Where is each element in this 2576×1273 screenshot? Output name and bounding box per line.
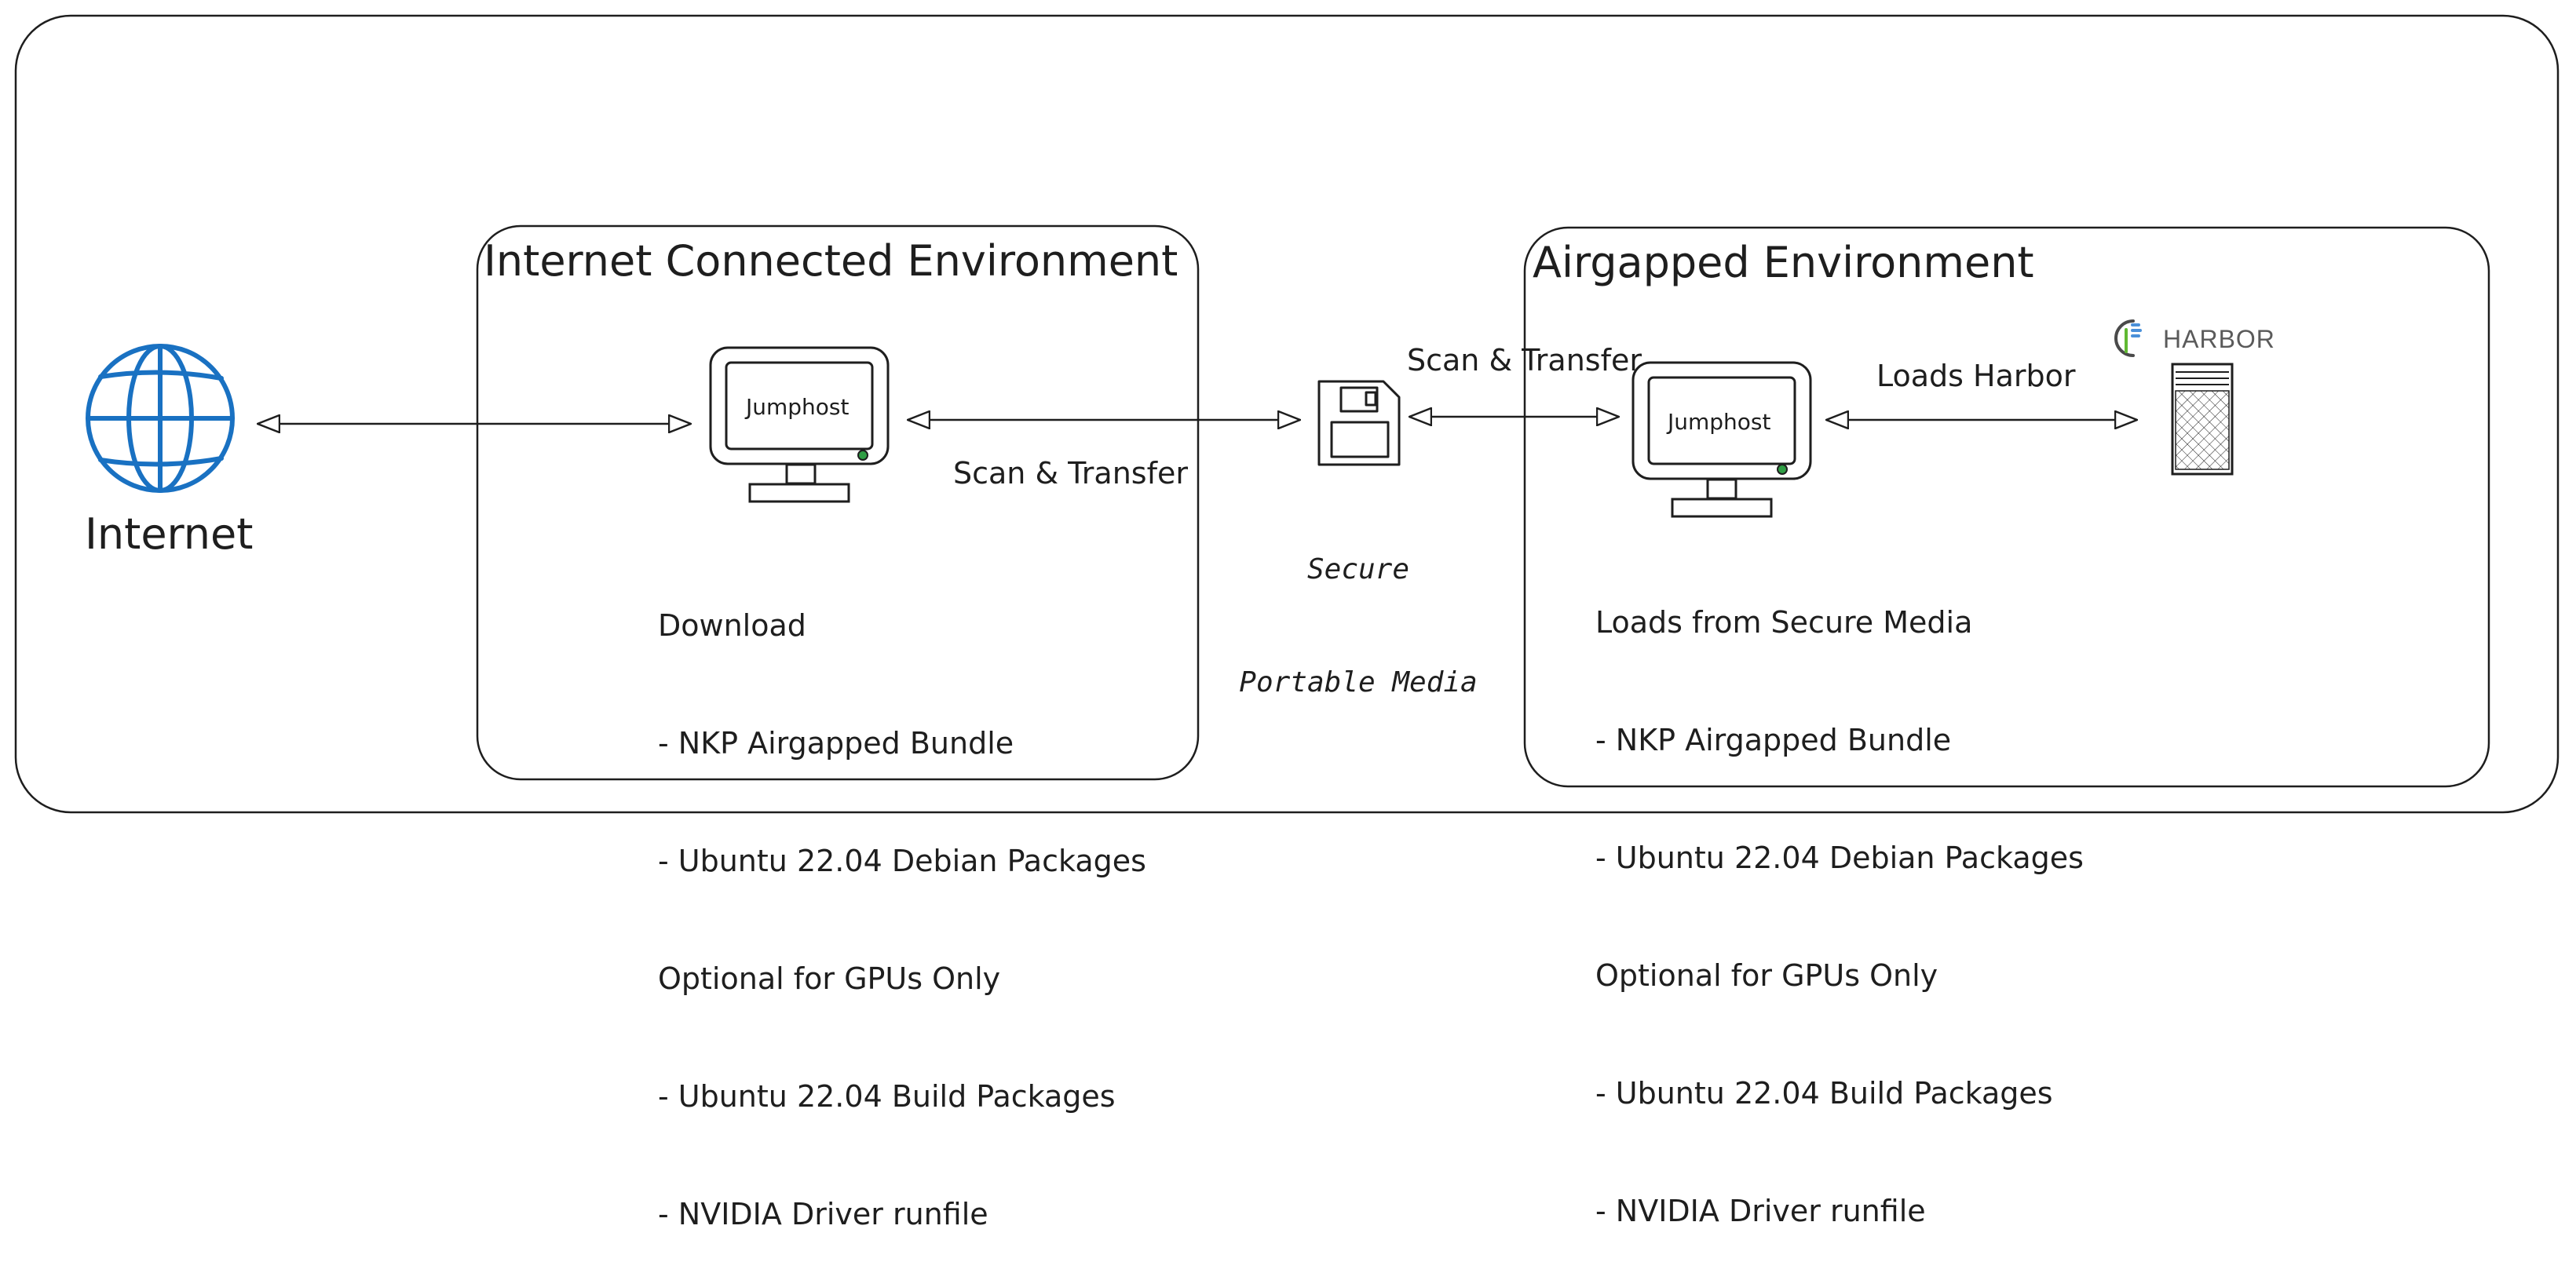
right-note-line: - NVIDIA Driver runfile — [1595, 1194, 1926, 1228]
harbor-logo-icon — [2114, 319, 2142, 357]
secure-portable-media-label: Secure Portable Media — [1225, 476, 1492, 739]
jumphost-label-left: Jumphost — [746, 394, 850, 420]
internet-label: Internet — [85, 509, 254, 559]
left-notes-list: Download - NKP Airgapped Bundle - Ubuntu… — [658, 527, 1146, 1273]
left-note-line: Download — [658, 608, 806, 643]
scan-transfer-label-left: Scan & Transfer — [953, 456, 1188, 491]
right-note-line: Optional for GPUs Only — [1595, 958, 1938, 993]
left-note-line: - NVIDIA Driver runfile — [658, 1197, 988, 1231]
internet-connected-environment-title: Internet Connected Environment — [484, 236, 1178, 286]
airgapped-environment-frame — [1523, 226, 2490, 788]
jumphost-label-right: Jumphost — [1668, 409, 1771, 435]
airgapped-environment-title: Airgapped Environment — [1533, 238, 2034, 287]
server-icon — [2171, 363, 2234, 476]
right-note-line: Loads from Secure Media — [1595, 605, 1973, 640]
right-note-line: - Ubuntu 22.04 Debian Packages — [1595, 841, 2084, 875]
media-label-line2: Portable Media — [1239, 666, 1478, 699]
right-notes-list: Loads from Secure Media - NKP Airgapped … — [1595, 524, 2084, 1270]
left-note-line: Optional for GPUs Only — [658, 961, 1001, 996]
left-note-line: - NKP Airgapped Bundle — [658, 726, 1014, 761]
right-note-line: - NKP Airgapped Bundle — [1595, 723, 1952, 757]
harbor-logo-text: HARBOR — [2163, 325, 2275, 353]
diagram-canvas — [14, 14, 2560, 814]
computer-monitor-icon — [1631, 361, 1812, 518]
loads-harbor-label: Loads Harbor — [1876, 359, 2076, 393]
internet-connected-environment-frame — [476, 224, 1200, 781]
left-note-line: - Ubuntu 22.04 Build Packages — [658, 1079, 1116, 1114]
media-label-line1: Secure — [1306, 553, 1410, 585]
scan-transfer-label-right: Scan & Transfer — [1407, 343, 1642, 378]
globe-icon — [86, 344, 235, 493]
right-note-line: - Ubuntu 22.04 Build Packages — [1595, 1076, 2053, 1111]
outer-frame — [14, 14, 2560, 814]
floppy-disk-icon — [1317, 380, 1401, 466]
left-note-line: - Ubuntu 22.04 Debian Packages — [658, 844, 1146, 878]
computer-monitor-icon — [709, 346, 890, 503]
